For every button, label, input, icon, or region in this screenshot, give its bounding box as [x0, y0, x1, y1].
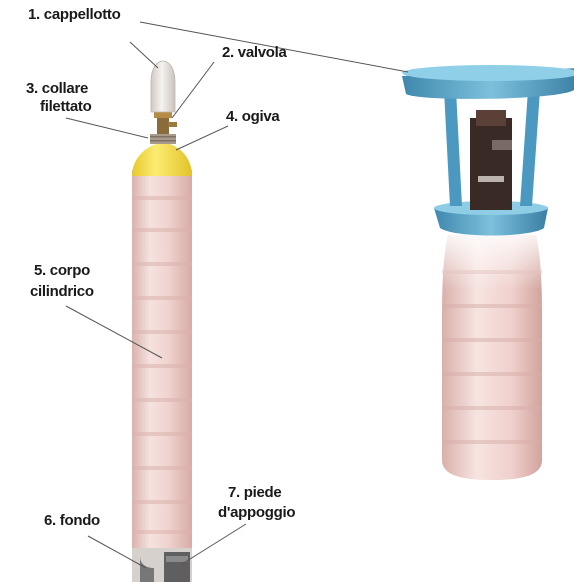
cap [151, 61, 175, 112]
label-fondo: 6. fondo [44, 512, 100, 530]
label-ogiva: 4. ogiva [226, 108, 279, 126]
ogiva-shoulder [132, 143, 192, 176]
leader-valvola [172, 62, 214, 118]
label-corpo-line1: 5. corpo [34, 262, 90, 280]
right-valve [470, 110, 512, 210]
label-cappellotto: 1. cappellotto [28, 6, 120, 24]
label-piede-line1: 7. piede [228, 484, 281, 502]
label-valvola: 2. valvola [222, 44, 287, 62]
label-corpo-line2: cilindrico [30, 283, 94, 301]
leader-ogiva [176, 126, 228, 150]
left-cylinder [132, 61, 192, 582]
right-cylinder [402, 65, 574, 480]
cylinder-body [132, 170, 192, 550]
label-collare-line1: 3. collare [26, 80, 88, 98]
leader-cappellotto-left [130, 42, 158, 68]
label-piede-line2: d'appoggio [218, 504, 295, 522]
protective-guard [402, 65, 574, 236]
threaded-collar [150, 134, 176, 144]
label-collare-line2: filettato [40, 98, 91, 116]
leader-collare [66, 118, 148, 138]
